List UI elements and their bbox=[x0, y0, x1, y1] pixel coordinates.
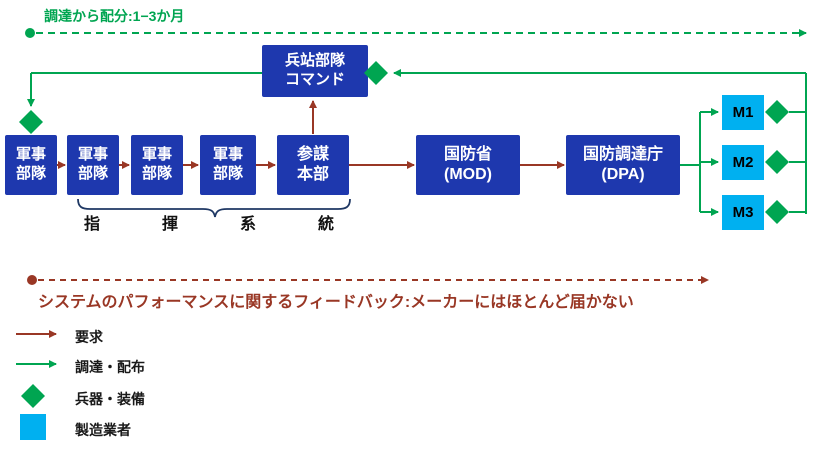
weapon-diamond-m3 bbox=[765, 200, 789, 224]
node-manufacturer-m2: M2 bbox=[722, 145, 764, 180]
node-military-unit-3: 軍事 部隊 bbox=[131, 135, 183, 195]
node-logistics-command: 兵站部隊 コマンド bbox=[262, 45, 368, 97]
node-military-unit-4: 軍事 部隊 bbox=[200, 135, 256, 195]
feedback-label: システムのパフォーマンスに関するフィードバック:メーカーにはほとんど届かない bbox=[38, 294, 634, 311]
legend-manufacturer-swatch bbox=[20, 414, 46, 440]
node-manufacturer-m3: M3 bbox=[722, 195, 764, 230]
legend-request-label: 要求 bbox=[75, 329, 103, 345]
weapon-diamond-m1 bbox=[765, 100, 789, 124]
node-general-staff: 参謀 本部 bbox=[277, 135, 349, 195]
feedback-start-dot bbox=[27, 275, 37, 285]
node-military-unit-1: 軍事 部隊 bbox=[5, 135, 57, 195]
timeline-start-dot bbox=[25, 28, 35, 38]
legend-weapon-diamond bbox=[21, 384, 45, 408]
node-manufacturer-m1: M1 bbox=[722, 95, 764, 130]
legend-manufacturer-label: 製造業者 bbox=[75, 422, 131, 438]
weapon-diamond-m2 bbox=[765, 150, 789, 174]
command-chain-label: 指揮系統 bbox=[84, 216, 397, 233]
node-military-unit-2: 軍事 部隊 bbox=[67, 135, 119, 195]
legend-weapons-label: 兵器・装備 bbox=[75, 391, 145, 407]
weapon-diamond-unit bbox=[19, 110, 43, 134]
node-dpa: 国防調達庁 (DPA) bbox=[566, 135, 680, 195]
node-mod: 国防省 (MOD) bbox=[416, 135, 520, 195]
legend-procurement-label: 調達・配布 bbox=[75, 359, 145, 375]
timeline-label: 調達から配分:1−3か月 bbox=[44, 8, 185, 24]
